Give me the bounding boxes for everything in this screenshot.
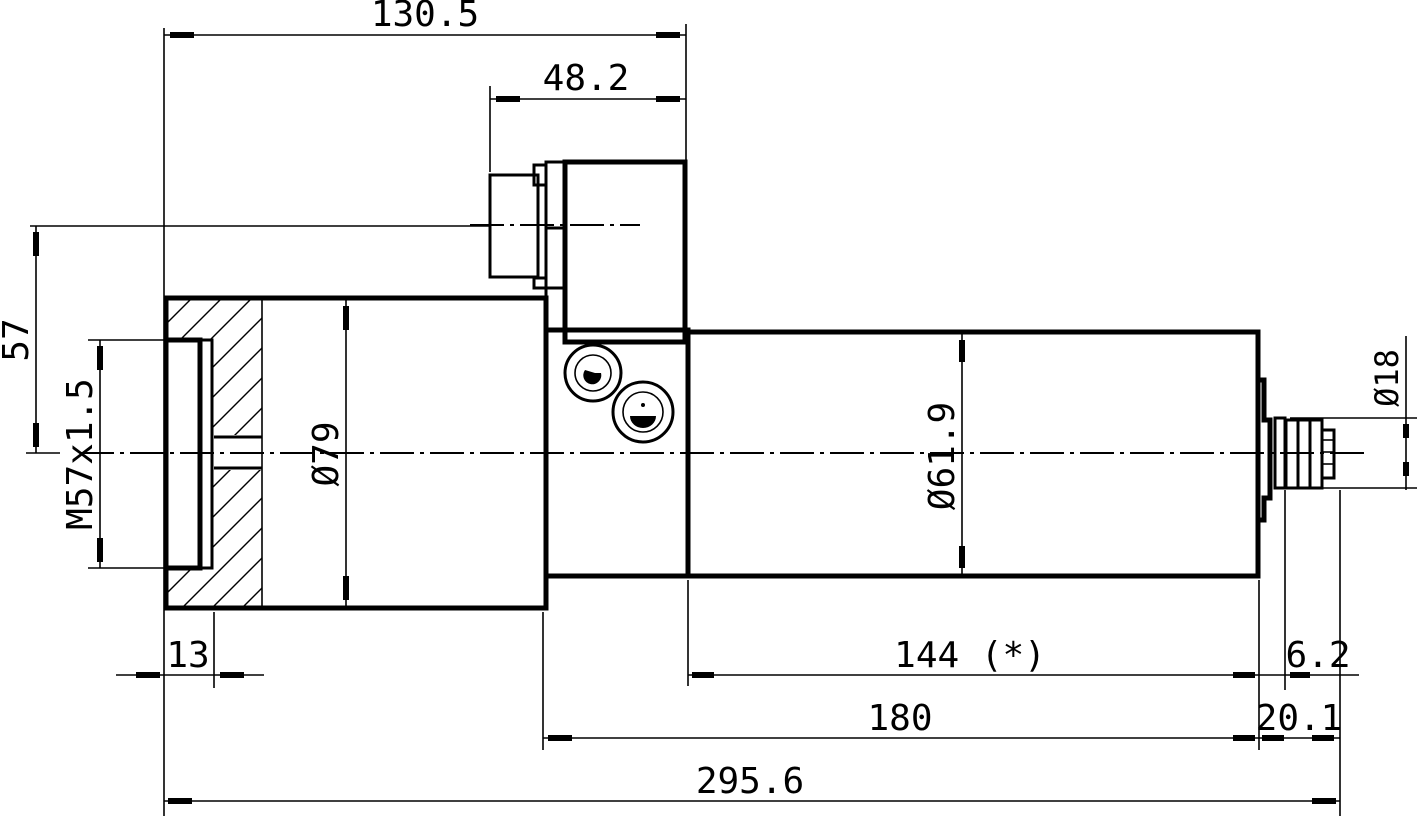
dim-end-length: 20.1: [1256, 698, 1343, 739]
electrical-connector: [488, 159, 688, 345]
dimension-labels: 130.5 48.2 57 M57x1.5 Ø79 Ø61.9 Ø18 13 1…: [0, 0, 1406, 802]
centerlines: [80, 224, 1370, 454]
dim-mid-length: 180: [867, 698, 932, 739]
dim-height-to-connector: 57: [0, 318, 37, 361]
dim-front-flange: 13: [166, 635, 209, 676]
dim-shaft-length: 6.2: [1285, 635, 1350, 676]
rear-body: [685, 329, 1273, 579]
fitting-icon-1: [563, 343, 623, 403]
dim-connector-width: 48.2: [543, 58, 630, 99]
fitting-icon-2: [611, 380, 675, 444]
junction-block: [543, 327, 691, 579]
dim-rear-diameter: Ø61.9: [922, 402, 963, 510]
extension-lines: [30, 24, 1417, 816]
dim-overall-length: 295.6: [696, 761, 804, 802]
dim-shaft-diameter: Ø18: [1368, 349, 1406, 407]
dim-overall-width-top: 130.5: [371, 0, 479, 35]
dim-front-diameter: Ø79: [306, 421, 347, 486]
dim-rear-body-length: 144 (*): [894, 635, 1046, 676]
dimension-lines: [26, 32, 1409, 804]
dim-thread: M57x1.5: [60, 378, 101, 530]
